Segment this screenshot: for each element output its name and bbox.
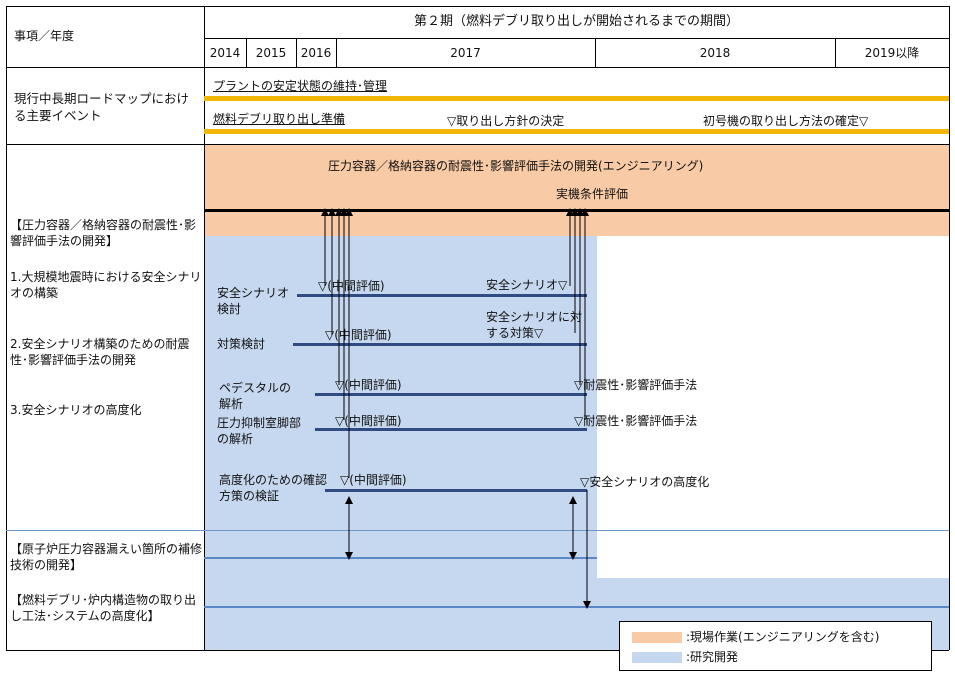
roadmap-section-label: 現行中長期ロードマップにおける主要イベント: [14, 91, 190, 123]
repair-tech-bar: [204, 557, 597, 559]
legend-swatch-research: [632, 652, 682, 663]
task-bar-countermeasure: [293, 343, 587, 346]
label-column-divider: [204, 6, 205, 650]
year-divider: [296, 38, 297, 67]
task-end-scenario-study: 安全シナリオ▽: [486, 278, 568, 292]
task-label-scenario-study: 安全シナリオ検討: [217, 286, 290, 316]
frame-right: [949, 6, 950, 650]
task-label-pedestal: ペデスタルの解析: [219, 381, 292, 411]
year-divider: [595, 38, 596, 67]
task-bar-suppression-chamber: [315, 428, 587, 431]
item-label-1: 1.大規模地震時における安全シナリオの構築: [10, 270, 202, 300]
task-bar-scenario-study: [297, 294, 587, 297]
roadmap-bottom: [6, 144, 949, 145]
item-year-label: 事項／年度: [14, 29, 75, 43]
engineering-title: 圧力容器／格納容器の耐震性･影響評価手法の開発(エンジニアリング): [328, 159, 704, 173]
item-label-2: 2.安全シナリオ構築のための耐震性･影響評価手法の開発: [10, 337, 190, 367]
legend-label-field-work: :現場作業(エンジニアリングを含む): [686, 630, 880, 644]
year-2019-later: 2019以降: [864, 46, 920, 60]
legend-box: :現場作業(エンジニアリングを含む) :研究開発: [619, 621, 932, 671]
legend-label-research: :研究開発: [686, 650, 739, 664]
task-end-pedestal: ▽耐震性･影響評価手法: [574, 378, 698, 392]
task-end-suppression-chamber: ▽耐震性･影響評価手法: [574, 414, 698, 428]
milestone-policy-decision: ▽取り出し方針の決定: [447, 114, 565, 128]
event-debris-prep: 燃料デブリ取り出し準備: [213, 112, 346, 126]
year-divider: [835, 38, 836, 67]
group-label-repair: 【原子炉圧力容器漏えい箇所の補修技術の開発】: [10, 542, 203, 572]
item-label-3: 3.安全シナリオの高度化: [10, 403, 142, 417]
frame-bottom: [6, 650, 949, 651]
task-label-verification: 高度化のための確認方策の検証: [219, 473, 328, 503]
year-2017: 2017: [450, 46, 481, 60]
task-bar-verification: [325, 489, 587, 492]
group-label-seismic: 【圧力容器／格納容器の耐震性･影響評価手法の開発】: [10, 218, 197, 248]
event-bar-plant-maintenance: [204, 96, 949, 101]
year-2016: 2016: [300, 46, 332, 60]
milestone-first-unit-method: 初号機の取り出し方法の確定▽: [703, 114, 869, 128]
research-region-main: [204, 236, 597, 578]
task-end-verification: ▽安全シナリオの高度化: [580, 475, 710, 489]
year-2015: 2015: [255, 46, 287, 60]
group-label-debris-retrieval: 【燃料デブリ･炉内構造物の取り出し工法･システムの高度化】: [10, 593, 197, 623]
task-mid-scenario-study: ▽(中間評価): [318, 279, 385, 293]
debris-retrieval-bar: [204, 606, 949, 608]
year-2014: 2014: [209, 46, 241, 60]
task-label-countermeasure: 対策検討: [217, 337, 266, 351]
task-mid-verification: ▽(中間評価): [340, 473, 407, 487]
year-divider: [246, 38, 247, 67]
task-end-countermeasure: 安全シナリオに対する対策▽: [486, 310, 583, 340]
phase-title: 第２期（燃料デブリ取り出しが開始されるまでの期間）: [413, 14, 739, 29]
phase-divider: [204, 38, 949, 39]
event-plant-maintenance: プラントの安定状態の維持･管理: [213, 79, 388, 93]
year-2018: 2018: [699, 46, 731, 60]
task-mid-suppression-chamber: ▽(中間評価): [335, 414, 402, 428]
year-divider: [336, 38, 337, 67]
engineering-subtitle: 実機条件評価: [556, 187, 629, 201]
task-mid-countermeasure: ▽(中間評価): [325, 328, 392, 342]
task-bar-pedestal: [315, 393, 587, 396]
task-mid-pedestal: ▽(中間評価): [335, 378, 402, 392]
section-divider: [6, 530, 949, 531]
event-bar-debris-prep: [204, 129, 949, 134]
legend-swatch-field-work: [632, 632, 682, 643]
task-label-suppression-chamber: 圧力抑制室脚部の解析: [217, 416, 302, 446]
frame-left: [6, 6, 7, 650]
header-bottom: [6, 67, 949, 68]
frame-top: [6, 6, 949, 7]
engineering-band: [204, 145, 949, 236]
